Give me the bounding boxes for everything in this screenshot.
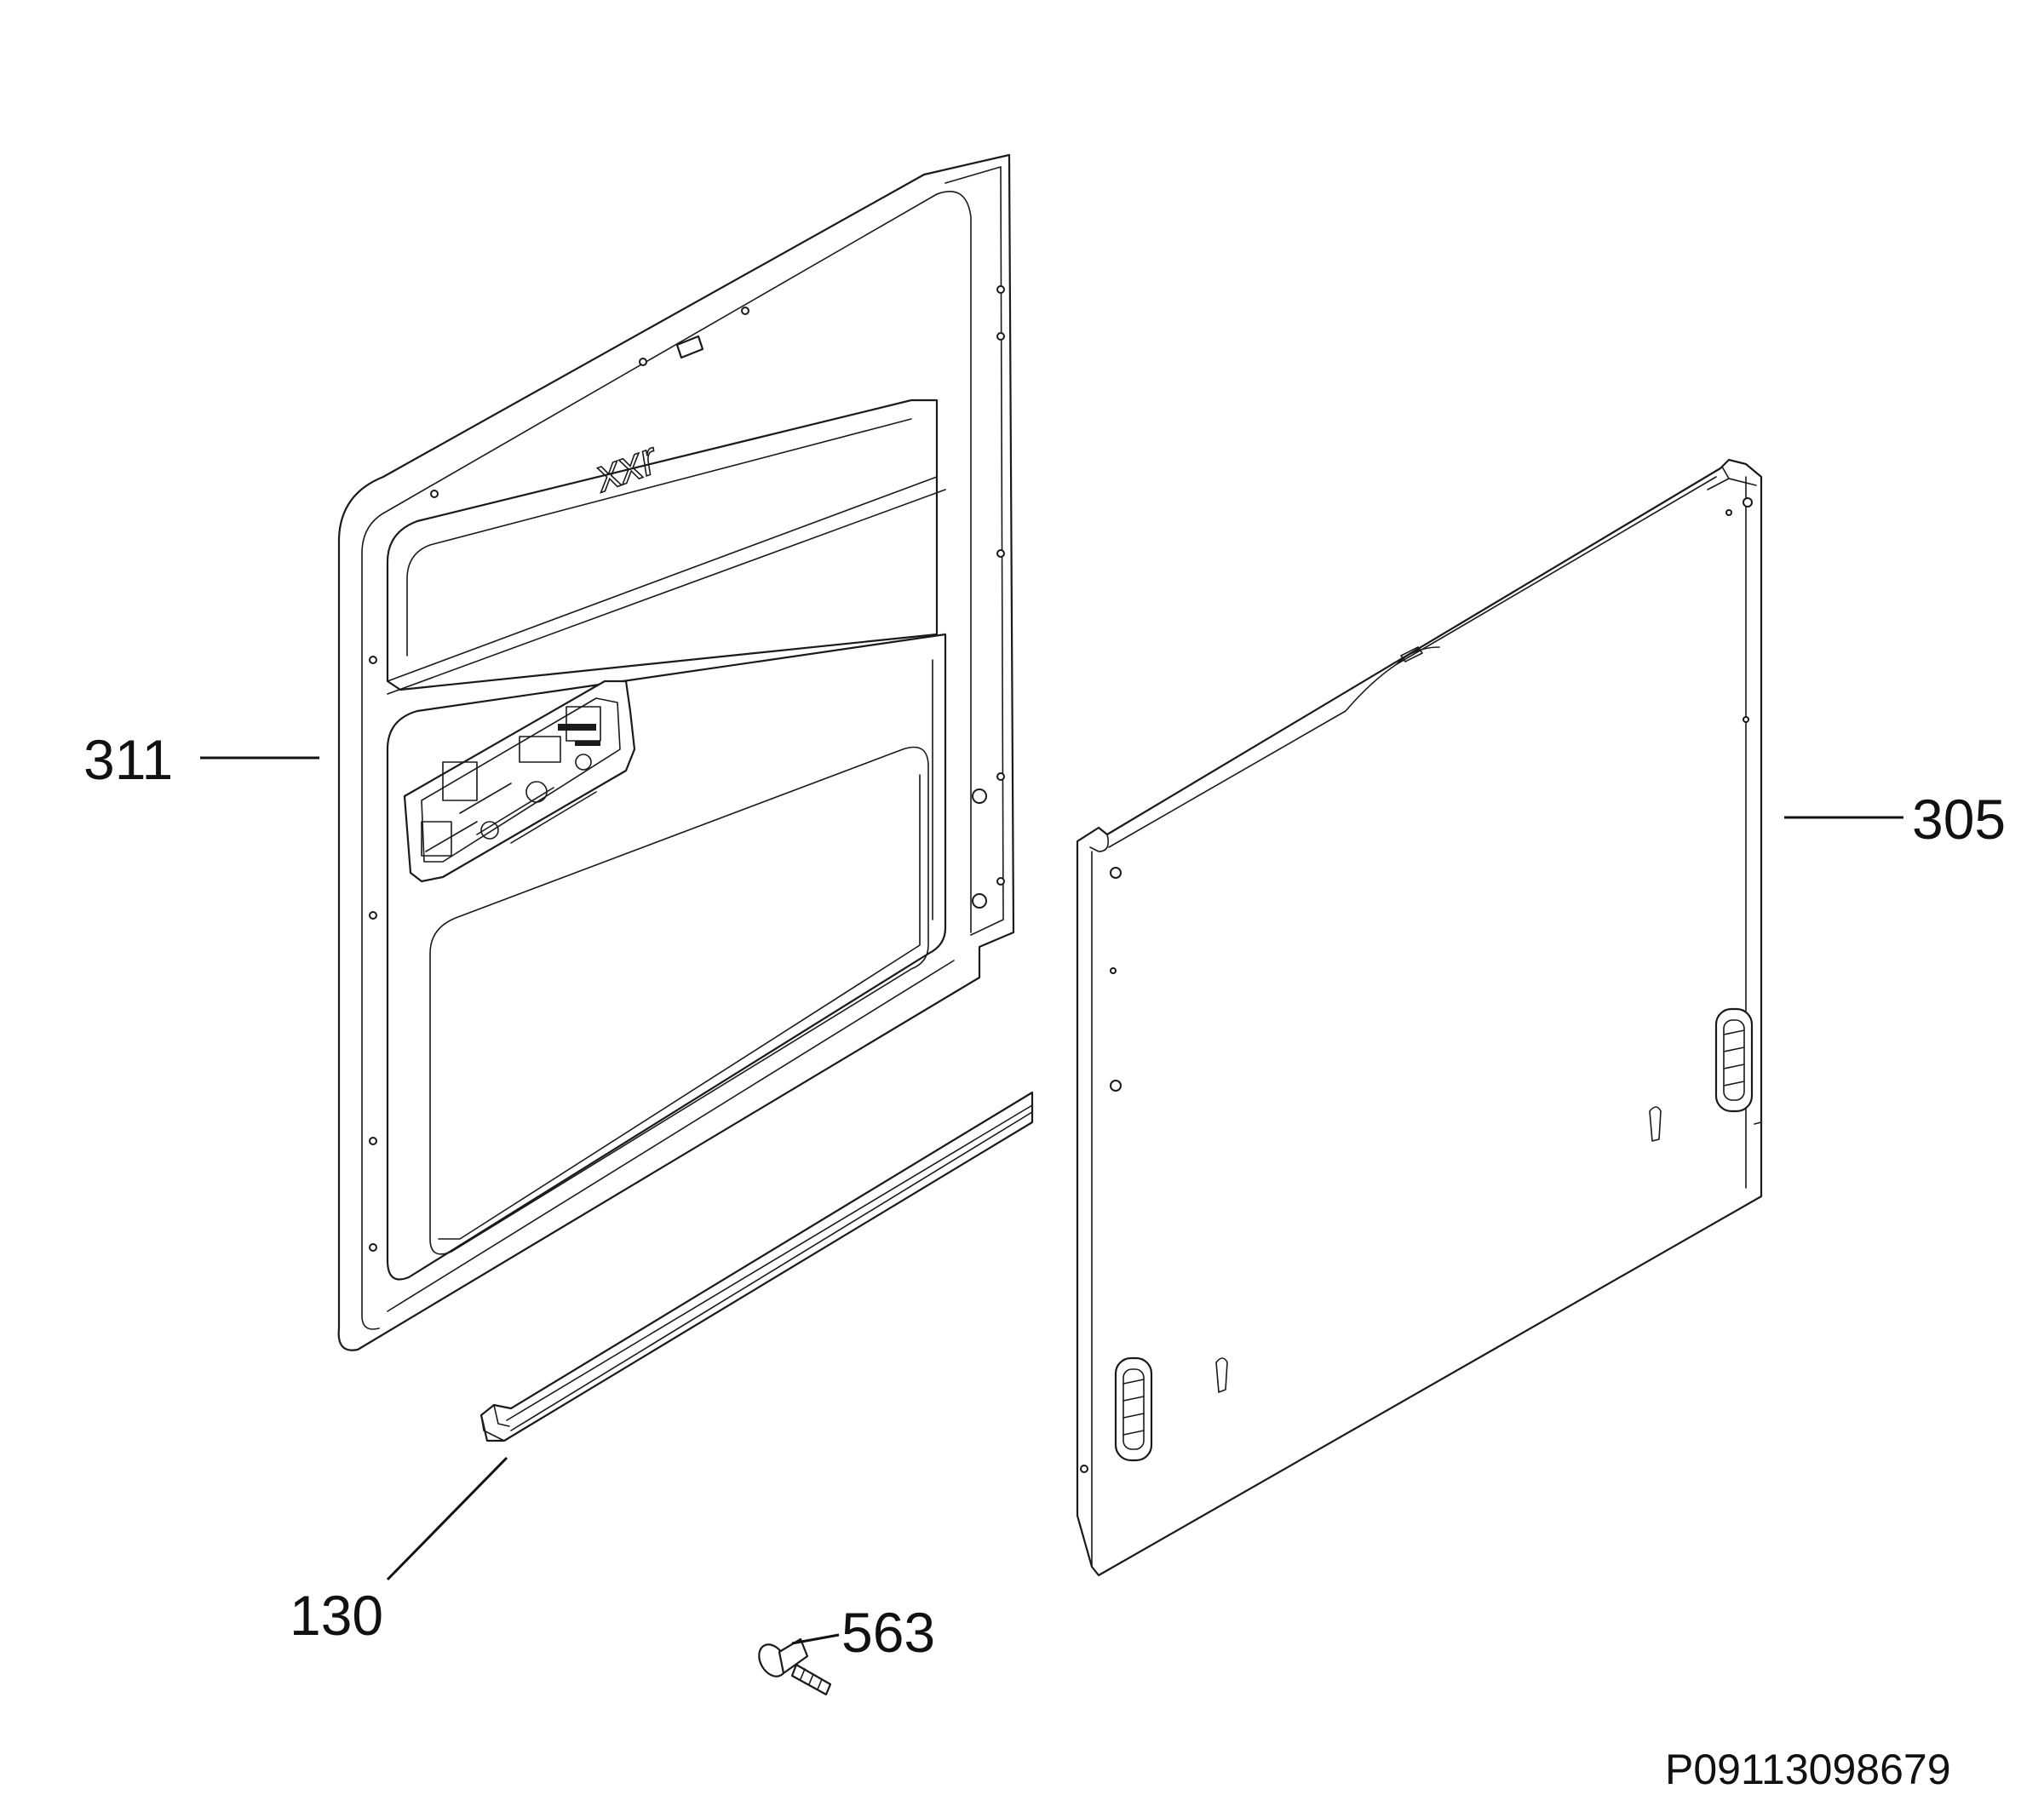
control-board	[403, 680, 636, 883]
callout-305: 305	[1912, 788, 2006, 851]
handle-slot-left	[1114, 1356, 1153, 1462]
leader-563	[791, 1633, 840, 1645]
door-seal-130	[479, 1091, 1034, 1442]
handle-slot-right	[1714, 1007, 1754, 1113]
leader-130	[386, 1456, 508, 1581]
callout-563: 563	[841, 1601, 935, 1664]
screw-563	[758, 1637, 832, 1696]
callout-130: 130	[290, 1584, 383, 1647]
inner-door-panel-311: xxr	[337, 153, 1015, 1351]
outer-door-panel-305	[1076, 458, 1763, 1577]
callout-311: 311	[83, 728, 173, 791]
drawing-code: P09113098679	[1665, 1746, 1951, 1793]
